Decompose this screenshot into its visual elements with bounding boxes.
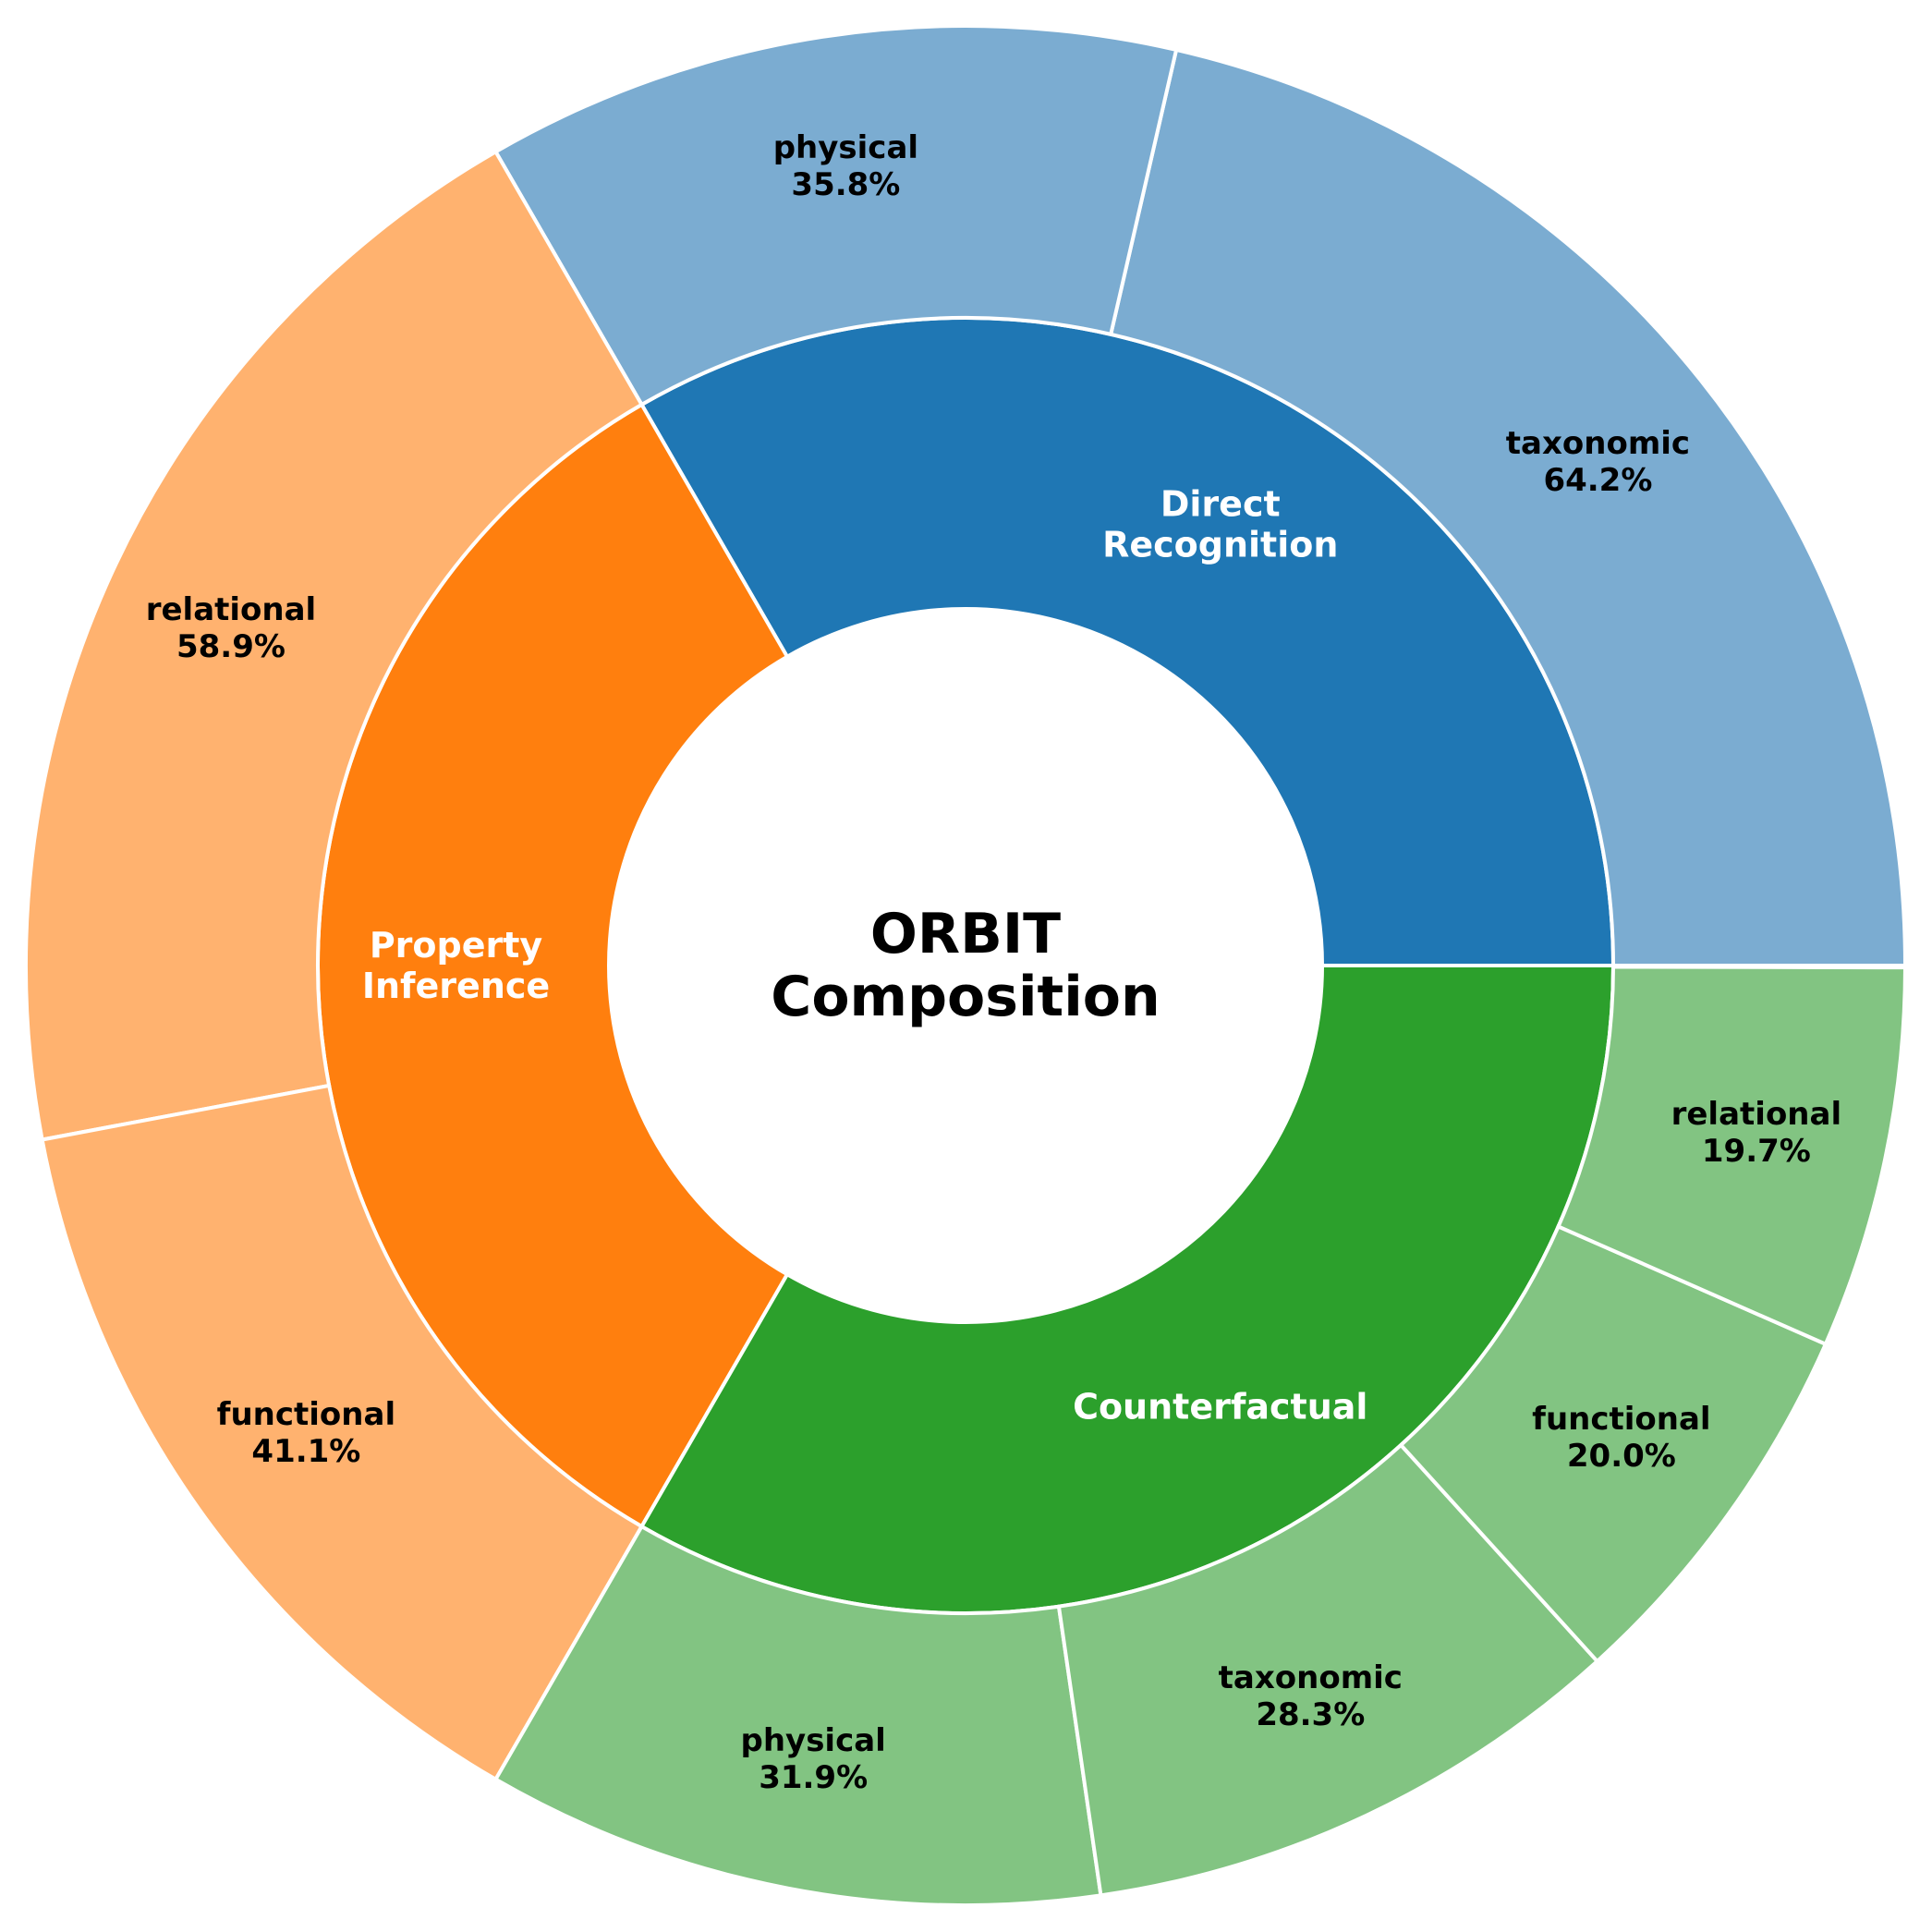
- outer-segment-direct-recognition-physical: [492, 24, 1179, 407]
- outer-segment-property-inference-functional: [40, 1083, 645, 1782]
- outer-ring: [24, 24, 1908, 1907]
- outer-segment-property-inference-relational: [24, 149, 645, 1142]
- inner-ring: [316, 316, 1616, 1615]
- outer-segment-direct-recognition-taxonomic: [1108, 47, 1908, 967]
- outer-segment-counterfactual-relational: [1555, 965, 1908, 1347]
- inner-label-counterfactual: Counterfactual: [1073, 1387, 1367, 1428]
